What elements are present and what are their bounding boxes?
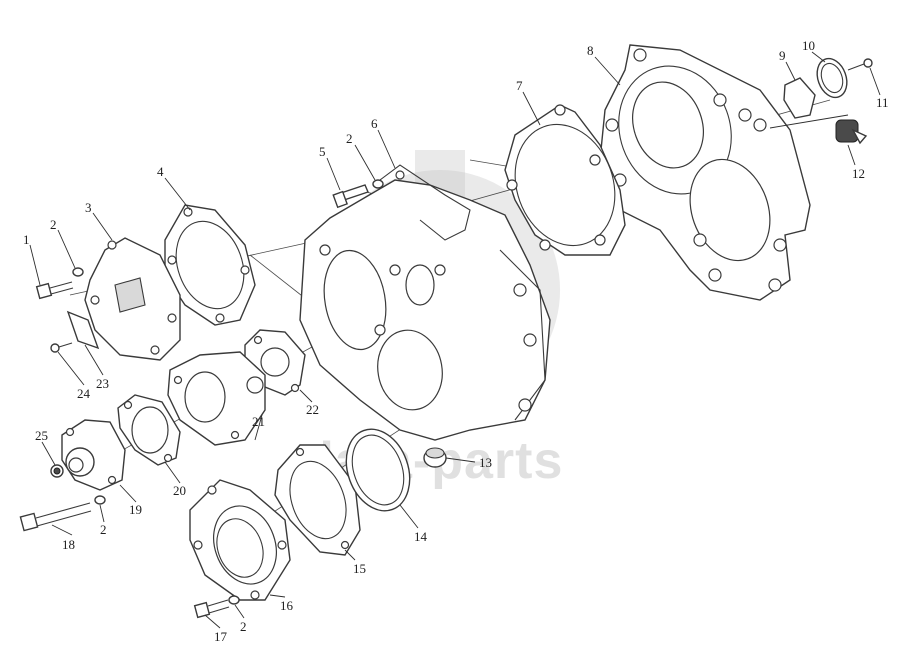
callout-4: 4 (157, 164, 164, 179)
callout-13: 13 (479, 455, 492, 470)
gasket-20 (117, 394, 181, 466)
callout-25: 25 (35, 428, 48, 443)
callout-12: 12 (852, 166, 865, 181)
callout-15: 15 (353, 561, 366, 576)
callout-23: 23 (96, 376, 109, 391)
callout-2: 2 (346, 131, 353, 146)
callout-16: 16 (280, 598, 294, 613)
cover-plate-3 (84, 237, 181, 361)
bolt-17 (193, 599, 230, 619)
callout-3: 3 (85, 200, 92, 215)
callout-11: 11 (876, 95, 889, 110)
callout-2: 2 (240, 619, 247, 634)
plate-9 (783, 77, 816, 119)
callout-labels: 1 2 3 4 5 2 6 7 8 9 10 11 12 13 14 15 16… (23, 38, 889, 644)
plug-13 (423, 447, 447, 468)
callout-24: 24 (77, 386, 91, 401)
screw-11 (847, 58, 873, 71)
plug-25 (50, 464, 64, 478)
callout-20: 20 (173, 483, 186, 498)
bolt-1 (35, 281, 74, 300)
leader-lines (29, 51, 881, 629)
washer-2-bottom-left (94, 495, 106, 505)
plate-23 (66, 310, 100, 350)
main-housing (299, 164, 551, 441)
gasket-15 (274, 444, 361, 556)
rear-housing-cover (599, 44, 811, 301)
bolt-5 (332, 184, 369, 209)
large-gasket (504, 104, 626, 256)
callout-10: 10 (802, 38, 815, 53)
callout-17: 17 (214, 629, 228, 644)
cover-10 (816, 57, 848, 99)
washer-2-left (72, 267, 84, 277)
flange-housing-16 (189, 479, 291, 601)
sensor-housing-19 (61, 419, 126, 491)
housing-21 (167, 351, 266, 446)
callout-19: 19 (129, 502, 142, 517)
callout-18: 18 (62, 537, 75, 552)
callout-6: 6 (371, 116, 378, 131)
callout-2: 2 (50, 217, 57, 232)
callout-2: 2 (100, 522, 107, 537)
screw-24 (50, 342, 73, 353)
callout-8: 8 (587, 43, 594, 58)
callout-9: 9 (779, 48, 786, 63)
callout-7: 7 (516, 78, 523, 93)
callout-5: 5 (319, 144, 326, 159)
o-ring-14 (345, 428, 411, 512)
callout-22: 22 (306, 402, 319, 417)
sensor-12 (835, 119, 868, 145)
callout-14: 14 (414, 529, 428, 544)
washer-2-bottom (228, 595, 240, 605)
washer-2-top (372, 179, 384, 189)
bolt-18 (19, 502, 92, 532)
callout-1: 1 (23, 232, 30, 247)
callout-21: 21 (252, 414, 265, 429)
